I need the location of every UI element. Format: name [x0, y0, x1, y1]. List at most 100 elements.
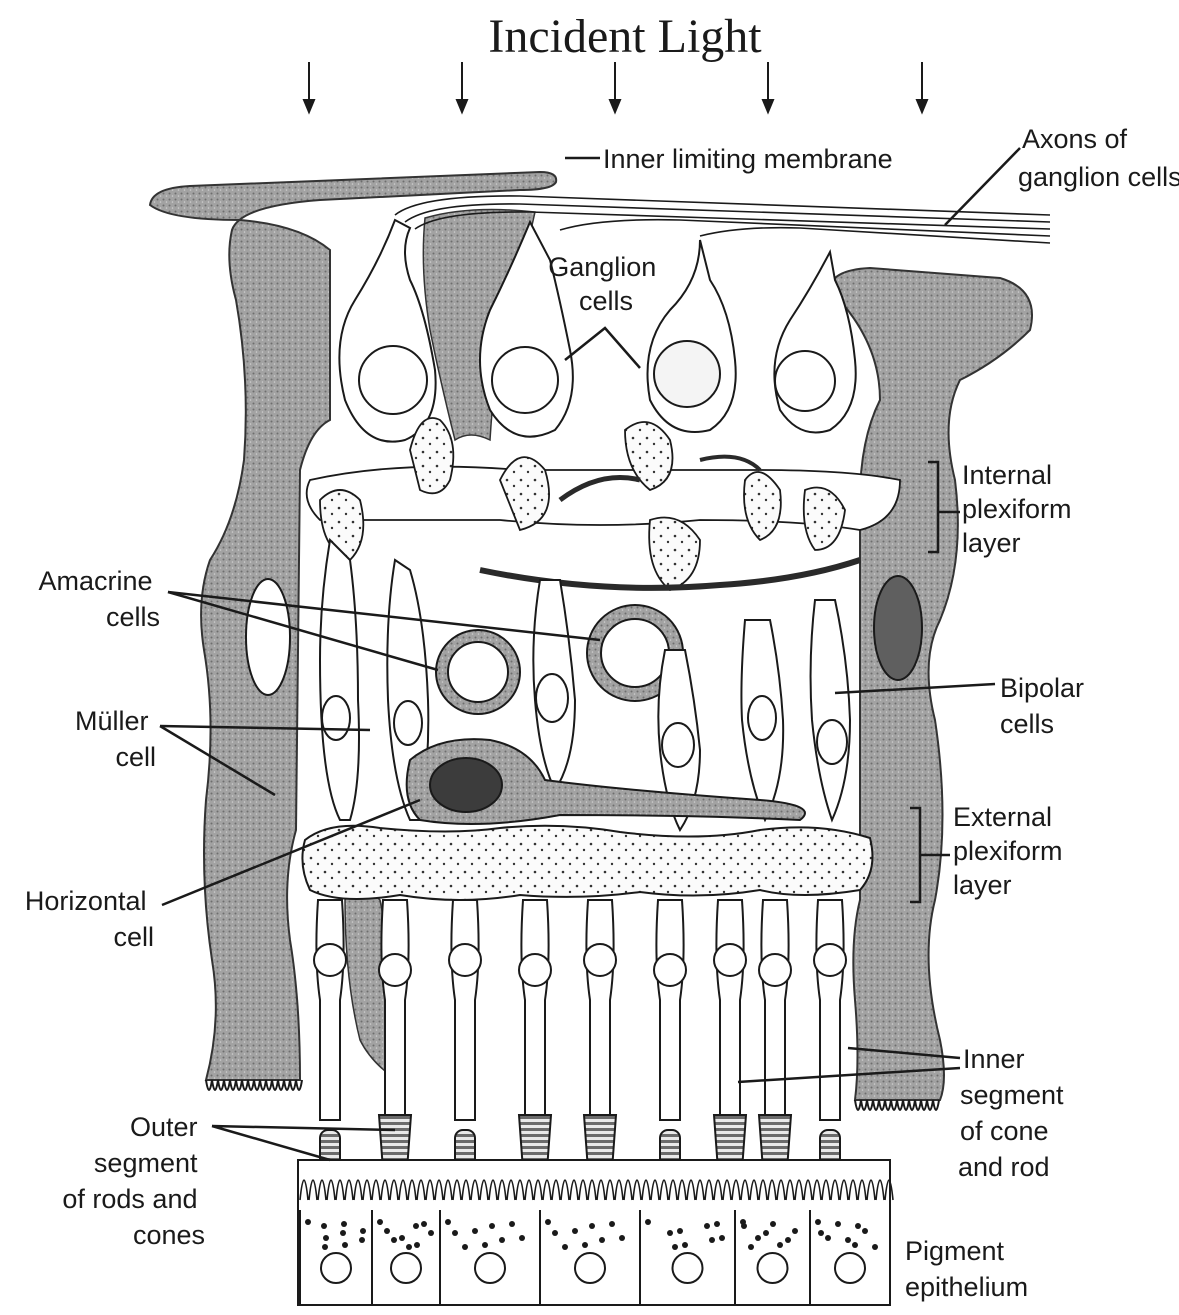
label-horizontal-cell: Horizontal cell [25, 886, 154, 952]
pigment-granule [815, 1219, 821, 1225]
pigment-granule [322, 1244, 328, 1250]
pigment-granule [589, 1223, 595, 1229]
photoreceptor-stalk [656, 900, 683, 1120]
pigment-granule [406, 1244, 412, 1250]
pigment-granule [341, 1221, 347, 1227]
photoreceptor-nucleus [449, 944, 481, 976]
pigment-granule [421, 1221, 427, 1227]
pigment-granule [509, 1221, 515, 1227]
pigment-cell-nucleus [835, 1253, 865, 1283]
pigment-granule [562, 1244, 568, 1250]
pigment-granule [672, 1244, 678, 1250]
leader-ganglion [565, 328, 640, 368]
pigment-granule [445, 1219, 451, 1225]
pigment-granule [452, 1230, 458, 1236]
label-external-plexiform-layer: External plexiform layer [953, 802, 1070, 900]
pigment-granule [305, 1219, 311, 1225]
pigment-granule [792, 1228, 798, 1234]
photoreceptor-stalk [521, 900, 548, 1120]
pigment-cell-nucleus [758, 1253, 788, 1283]
pigment-granule [472, 1228, 478, 1234]
pigment-granule [609, 1221, 615, 1227]
pigment-cell-nucleus [391, 1253, 421, 1283]
pigment-granule [499, 1237, 505, 1243]
pigment-granule [545, 1219, 551, 1225]
pigment-cell-nucleus [673, 1253, 703, 1283]
pigment-granule [852, 1242, 858, 1248]
leader-outer-segment-2 [212, 1126, 330, 1160]
pigment-granule [359, 1237, 365, 1243]
photoreceptor-nucleus [584, 944, 616, 976]
pigment-epithelium [298, 1160, 893, 1305]
pigment-granule [428, 1230, 434, 1236]
pigment-granule [572, 1228, 578, 1234]
pigment-granule [413, 1223, 419, 1229]
pigment-granule [818, 1230, 824, 1236]
label-axons-of-ganglion-cells: Axons of ganglion cells [1018, 124, 1179, 192]
pigment-granule [719, 1235, 725, 1241]
label-internal-plexiform-layer: Internal plexiform layer [962, 460, 1079, 558]
light-arrow-4 [763, 62, 773, 112]
pigment-granule [667, 1230, 673, 1236]
label-pigment-epithelium: Pigment epithelium [905, 1236, 1028, 1302]
label-inner-limiting-membrane: Inner limiting membrane [603, 144, 893, 174]
pigment-granule [825, 1235, 831, 1241]
pigment-granule [399, 1235, 405, 1241]
muller-microvilli-left [206, 1080, 302, 1090]
pigment-cell-nucleus [475, 1253, 505, 1283]
photoreceptor-stalk [586, 900, 613, 1120]
pigment-cell-nucleus [321, 1253, 351, 1283]
external-plexiform-band [302, 826, 872, 900]
leader-outer-segment-1 [212, 1126, 395, 1130]
pigment-granule [323, 1235, 329, 1241]
pigment-granule [855, 1223, 861, 1229]
pigment-granule [519, 1235, 525, 1241]
pigment-granule [340, 1230, 346, 1236]
pigment-granule [645, 1219, 651, 1225]
pigment-granule [384, 1228, 390, 1234]
photoreceptor-nucleus [759, 954, 791, 986]
pigment-granule [582, 1242, 588, 1248]
title: Incident Light [488, 10, 762, 63]
pigment-granule [414, 1242, 420, 1248]
photoreceptor-stalk [451, 900, 478, 1120]
label-outer-segment: Outer segment of rods and cones [62, 1112, 205, 1250]
muller-nucleus-right [874, 576, 922, 680]
photoreceptor-nucleus [314, 944, 346, 976]
pigment-granule [677, 1228, 683, 1234]
pigment-granule [777, 1242, 783, 1248]
photoreceptor-stalk [316, 900, 343, 1120]
label-ganglion-cells: Ganglion cells [548, 252, 664, 316]
pigment-granule [845, 1237, 851, 1243]
muller-microvilli-right [855, 1100, 939, 1110]
photoreceptor-nucleus [379, 954, 411, 986]
photoreceptor-stalk [716, 900, 743, 1120]
pigment-granule [872, 1244, 878, 1250]
photoreceptor-stalk [381, 900, 408, 1120]
photoreceptor-nucleus [654, 954, 686, 986]
pigment-granule [482, 1242, 488, 1248]
pigment-granule [342, 1242, 348, 1248]
pigment-granule [682, 1242, 688, 1248]
pigment-granule [741, 1223, 747, 1229]
pigment-granule [785, 1237, 791, 1243]
pigment-granule [391, 1237, 397, 1243]
pigment-granule [835, 1221, 841, 1227]
pigment-granule [714, 1221, 720, 1227]
incident-light-arrows [304, 62, 927, 112]
pigment-granule [862, 1228, 868, 1234]
pigment-cell-nucleus [575, 1253, 605, 1283]
label-inner-segment: Inner segment of cone and rod [958, 1044, 1071, 1182]
photoreceptor-nucleus [814, 944, 846, 976]
pigment-granule [770, 1221, 776, 1227]
photoreceptor-stalk [761, 900, 788, 1120]
pigment-granule [360, 1228, 366, 1234]
pigment-granule [552, 1230, 558, 1236]
pigment-granule [462, 1244, 468, 1250]
light-arrow-5 [917, 62, 927, 112]
photoreceptor-nucleus [714, 944, 746, 976]
pigment-granule [321, 1223, 327, 1229]
photoreceptor-nucleus [519, 954, 551, 986]
